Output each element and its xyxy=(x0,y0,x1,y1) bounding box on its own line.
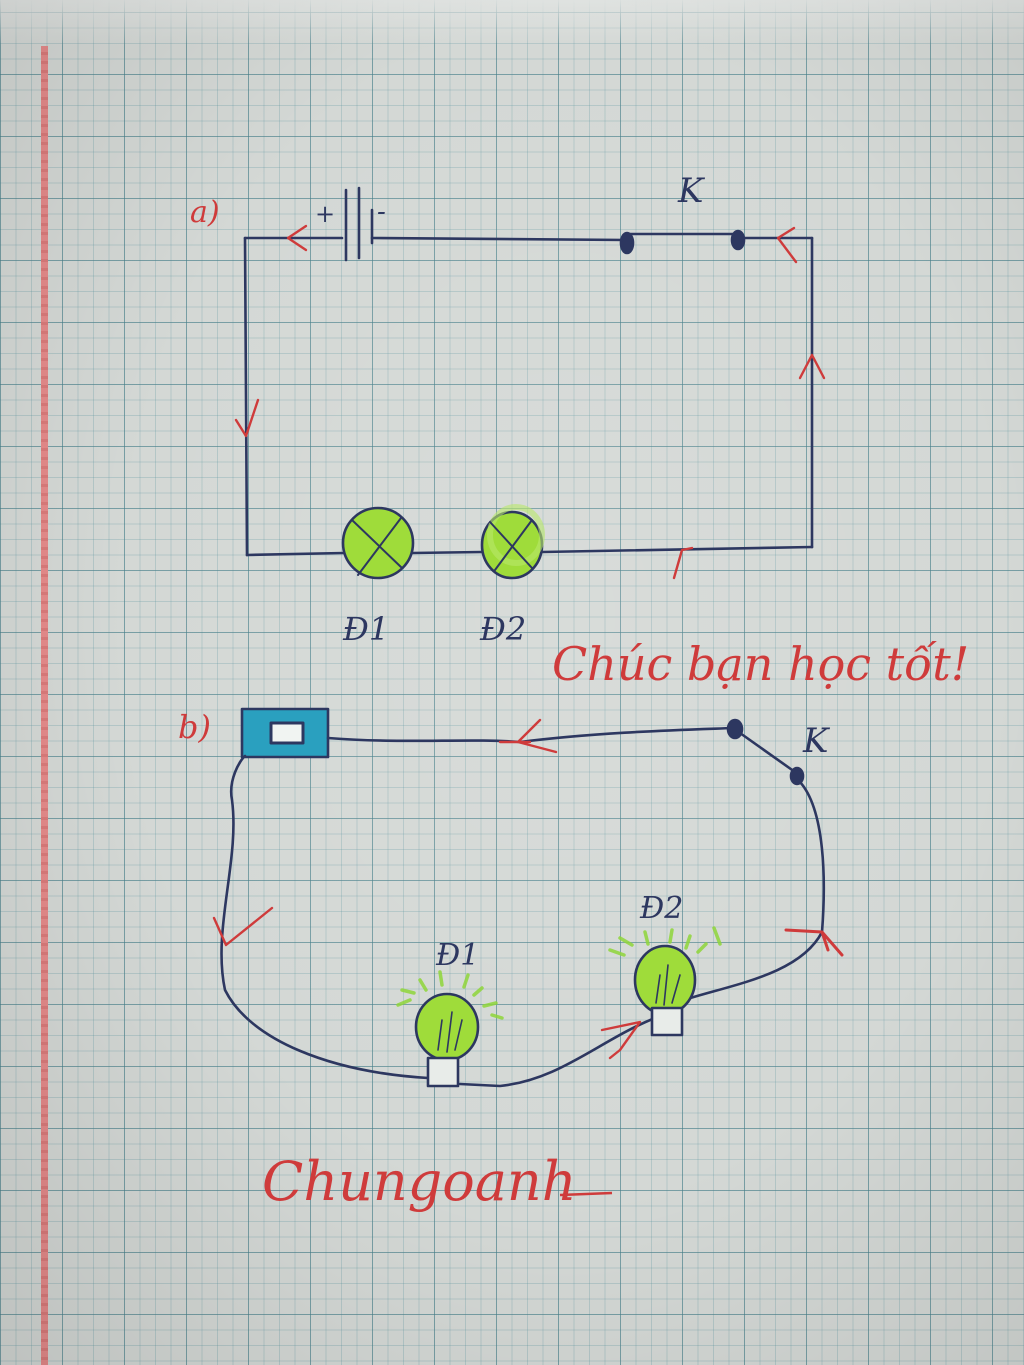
battery-a-minus: - xyxy=(377,197,386,227)
arrow-b-top xyxy=(498,718,558,754)
wire-b-right xyxy=(682,780,826,1002)
arrow-b-right xyxy=(784,928,844,957)
switch-a-label: K xyxy=(677,171,706,211)
wire-a-left xyxy=(243,236,249,557)
greeting-text: Chúc bạn học tốt! xyxy=(552,637,969,691)
bulb-b1-label: Đ1 xyxy=(435,938,479,973)
labels: a) + - K Đ1 Đ2 Chúc bạn học tốt! b) K Đ1… xyxy=(178,171,969,1213)
arrow-a-top-right xyxy=(776,226,798,264)
arrow-b-bottom xyxy=(600,1020,642,1060)
switch-b-blade xyxy=(738,731,797,774)
lamp-a1-label: Đ1 xyxy=(342,610,389,648)
battery-a-plus: + xyxy=(315,200,335,228)
arrow-a-top-left xyxy=(286,224,308,252)
circuit-a xyxy=(243,186,814,557)
paper-top-edge xyxy=(0,0,1024,46)
bulb-b2 xyxy=(633,944,697,1037)
current-arrows xyxy=(212,224,844,1060)
part-b-label: b) xyxy=(178,708,211,746)
lamp-a2 xyxy=(480,504,545,580)
switch-b-contact-right xyxy=(789,766,805,786)
wire-b-left xyxy=(220,754,430,1080)
arrow-b-left xyxy=(212,906,274,947)
switch-b-contact-left xyxy=(726,718,744,740)
bulb-b2-label: Đ2 xyxy=(639,891,683,926)
switch-a-contact-left xyxy=(619,231,635,255)
circuit-b xyxy=(220,707,826,1088)
margin-line xyxy=(41,46,48,1365)
bulb-b1 xyxy=(414,992,480,1088)
part-a-label: a) xyxy=(190,195,220,230)
arrow-a-right xyxy=(798,353,826,380)
switch-a-contact-right xyxy=(730,229,746,251)
arrow-a-left xyxy=(234,398,260,438)
lamp-a2-label: Đ2 xyxy=(479,610,526,648)
bulb-glow-rays xyxy=(396,926,722,1020)
lamp-a1 xyxy=(341,506,415,580)
battery-b-window xyxy=(269,721,305,745)
wire-b-between-lamps xyxy=(458,1016,657,1088)
wire-a-bottom-right xyxy=(540,545,814,554)
wire-a-bottom-middle xyxy=(410,550,484,555)
signature-underline xyxy=(559,1191,613,1197)
wire-a-bottom-left xyxy=(245,551,346,557)
signature-text: Chungoanh xyxy=(262,1150,576,1213)
arrow-a-bottom xyxy=(672,546,694,580)
switch-b-label: K xyxy=(802,721,831,761)
wire-a-top-middle xyxy=(370,236,629,242)
